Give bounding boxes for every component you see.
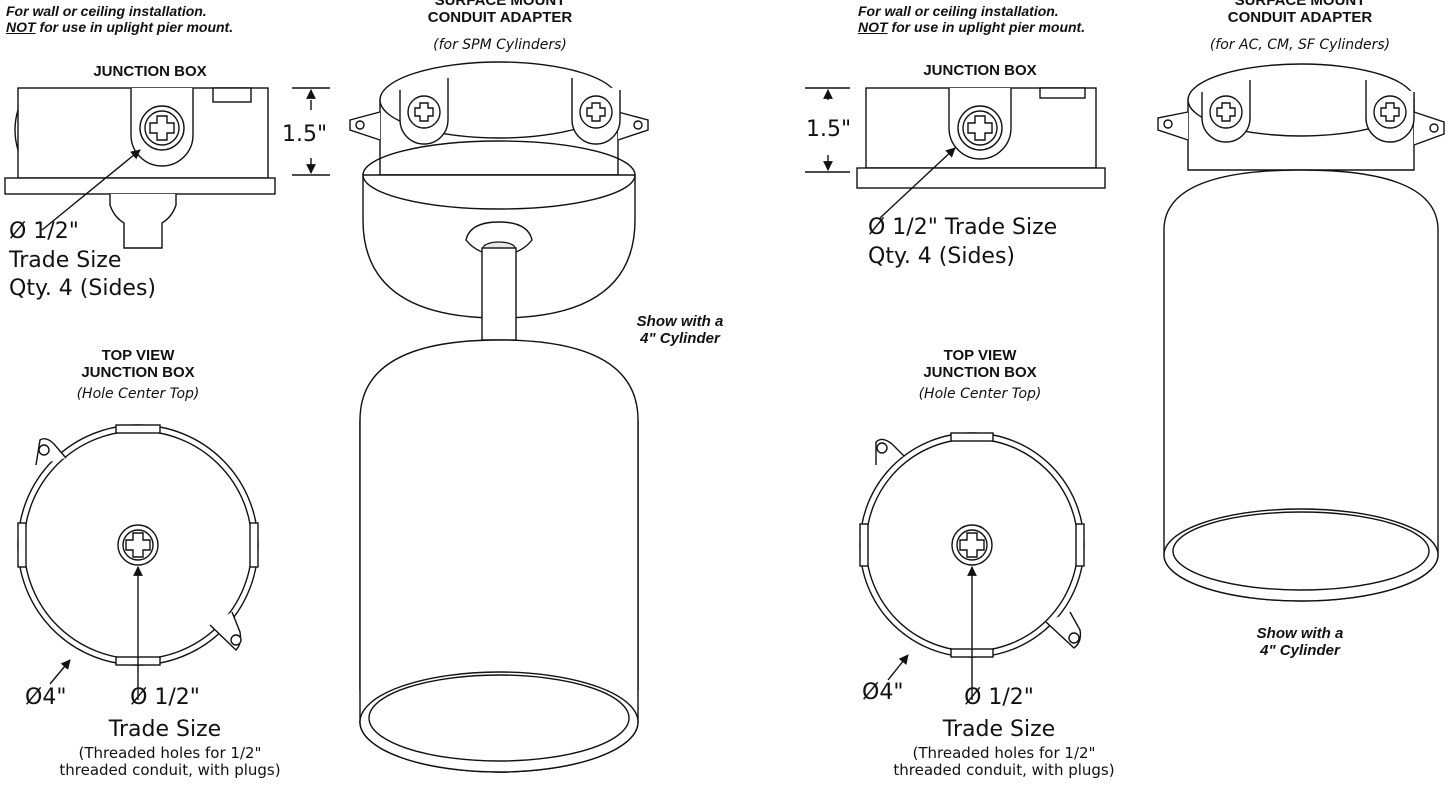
right-height-dimension xyxy=(805,87,850,173)
left-height-label: 1.5" xyxy=(282,122,328,147)
left-show-with-note: Show with a 4" Cylinder xyxy=(625,313,735,348)
left-threaded-line-1: (Threaded holes for 1/2" xyxy=(78,744,262,762)
left-note-not: NOT xyxy=(6,19,36,36)
right-center-hole-label: Ø 1/2" xyxy=(964,685,1034,710)
right-installation-note: For wall or ceiling installation. NOT fo… xyxy=(858,3,1085,35)
right-adapter-line-1: SURFACE MOUNT xyxy=(1234,0,1366,9)
right-junction-box-side-view xyxy=(856,87,1106,189)
right-height-label: 1.5" xyxy=(806,117,852,142)
left-dia-label: Ø4" xyxy=(25,685,67,710)
left-side-hole-leader xyxy=(41,149,141,231)
left-adapter-title: SURFACE MOUNT CONDUIT ADAPTER xyxy=(400,0,600,27)
right-threaded-note: (Threaded holes for 1/2" threaded condui… xyxy=(849,744,1159,780)
right-adapter-line-2: CONDUIT ADAPTER xyxy=(1227,9,1373,27)
right-top-view-title: TOP VIEW JUNCTION BOX xyxy=(900,347,1060,382)
left-side-hole-qty: Qty. 4 (Sides) xyxy=(9,276,157,302)
left-installation-note: For wall or ceiling installation. NOT fo… xyxy=(6,3,233,35)
right-side-hole-size: Ø 1/2" Trade Size xyxy=(868,215,1058,240)
left-top-view-line-2: JUNCTION BOX xyxy=(81,364,195,382)
right-note-line-1: For wall or ceiling installation. xyxy=(858,3,1059,19)
left-cylinder xyxy=(359,339,639,773)
left-adapter-line-1: SURFACE MOUNT xyxy=(434,0,566,9)
right-side-hole-label: Ø 1/2" Trade Size Qty. 4 (Sides) xyxy=(868,214,1057,271)
right-threaded-line-2: threaded conduit, with plugs) xyxy=(893,761,1115,780)
left-dia-leader xyxy=(49,659,71,685)
right-center-hole-trade: Trade Size xyxy=(942,717,1056,742)
left-threaded-note: (Threaded holes for 1/2" threaded condui… xyxy=(15,744,325,780)
right-note-not: NOT xyxy=(858,19,888,36)
right-side-hole-qty: Qty. 4 (Sides) xyxy=(868,243,1016,269)
left-top-view-title: TOP VIEW JUNCTION BOX xyxy=(58,347,218,382)
right-junction-box-top-view xyxy=(859,432,1085,658)
left-show-line-1: Show with a xyxy=(636,313,724,330)
right-cylinder xyxy=(1163,169,1439,602)
right-adapter-subtitle: (for AC, CM, SF Cylinders) xyxy=(1209,37,1391,53)
left-junction-box-title: JUNCTION BOX xyxy=(93,63,207,80)
right-top-view-line-1: TOP VIEW xyxy=(943,347,1017,364)
left-junction-box-side-view xyxy=(4,87,276,249)
right-junction-box-title: JUNCTION BOX xyxy=(923,62,1037,79)
right-dia-label: Ø4" xyxy=(862,680,904,705)
left-note-line-2: for use in uplight pier mount. xyxy=(35,19,234,36)
left-side-hole-size: Ø 1/2" xyxy=(9,219,79,244)
left-top-view-line-1: TOP VIEW xyxy=(101,347,175,364)
right-conduit-adapter xyxy=(1157,63,1445,171)
right-note-line-2: for use in uplight pier mount. xyxy=(887,19,1086,36)
left-center-hole-label: Ø 1/2" xyxy=(110,685,220,710)
right-show-with-note: Show with a 4" Cylinder xyxy=(1230,625,1370,660)
right-side-hole-leader xyxy=(879,147,956,219)
left-note-line-1: For wall or ceiling installation. xyxy=(6,3,207,19)
left-side-hole-label: Ø 1/2" Trade Size Qty. 4 (Sides) xyxy=(9,218,156,304)
left-conduit-adapter xyxy=(349,61,649,341)
right-threaded-line-1: (Threaded holes for 1/2" xyxy=(912,744,1096,762)
right-show-line-2: 4" Cylinder xyxy=(1260,642,1340,660)
left-height-dimension xyxy=(292,87,330,176)
left-adapter-line-2: CONDUIT ADAPTER xyxy=(427,9,573,27)
left-show-line-2: 4" Cylinder xyxy=(640,330,720,348)
right-top-view-line-2: JUNCTION BOX xyxy=(923,364,1037,382)
left-threaded-line-2: threaded conduit, with plugs) xyxy=(59,761,281,780)
left-center-hole-trade: Trade Size xyxy=(108,717,222,742)
left-center-hole-size: Ø 1/2" xyxy=(130,685,200,710)
left-top-view-subtitle: (Hole Center Top) xyxy=(76,386,200,402)
right-dia-leader xyxy=(887,654,909,681)
left-junction-box-top-view xyxy=(17,424,259,666)
left-adapter-subtitle: (for SPM Cylinders) xyxy=(433,37,567,53)
left-side-hole-trade: Trade Size xyxy=(9,247,122,273)
right-adapter-title: SURFACE MOUNT CONDUIT ADAPTER xyxy=(1200,0,1400,27)
right-top-view-subtitle: (Hole Center Top) xyxy=(918,386,1042,402)
right-show-line-1: Show with a xyxy=(1256,625,1344,642)
